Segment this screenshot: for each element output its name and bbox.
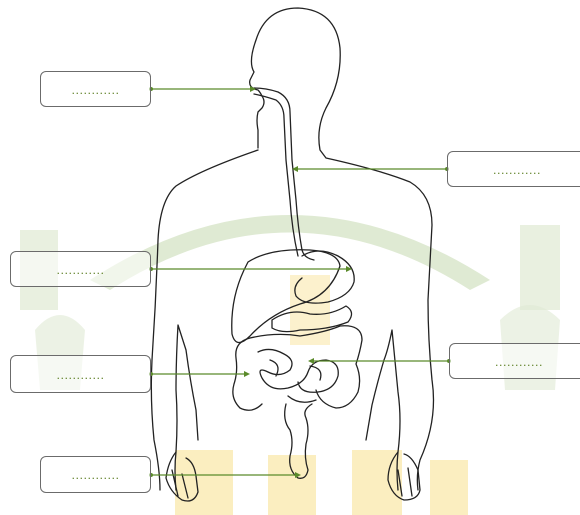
label-box-stomach[interactable]: ............: [10, 251, 151, 287]
rectum: [285, 404, 312, 478]
label-box-intestine-right[interactable]: ............: [449, 343, 580, 379]
label-text: ............: [493, 164, 541, 177]
label-box-rectum[interactable]: ............: [40, 456, 151, 493]
label-box-mouth[interactable]: ............: [40, 71, 151, 107]
esophagus: [254, 88, 314, 260]
arrow-heads: [149, 86, 451, 478]
label-box-intestine-left[interactable]: ............: [10, 355, 151, 393]
label-text: ............: [495, 356, 543, 369]
label-text: ............: [57, 369, 105, 382]
pancreas: [272, 306, 352, 332]
label-text: ............: [72, 469, 120, 482]
left-hand: [166, 452, 198, 501]
stomach: [295, 251, 354, 303]
body-outline: [151, 8, 433, 490]
right-hand: [388, 452, 420, 500]
label-text: ............: [72, 84, 120, 97]
label-text: ............: [57, 264, 105, 277]
large-intestine: [233, 326, 362, 410]
small-intestine: [258, 349, 338, 402]
pointer-arrows: [151, 89, 449, 475]
label-box-esophagus[interactable]: ............: [447, 151, 580, 187]
